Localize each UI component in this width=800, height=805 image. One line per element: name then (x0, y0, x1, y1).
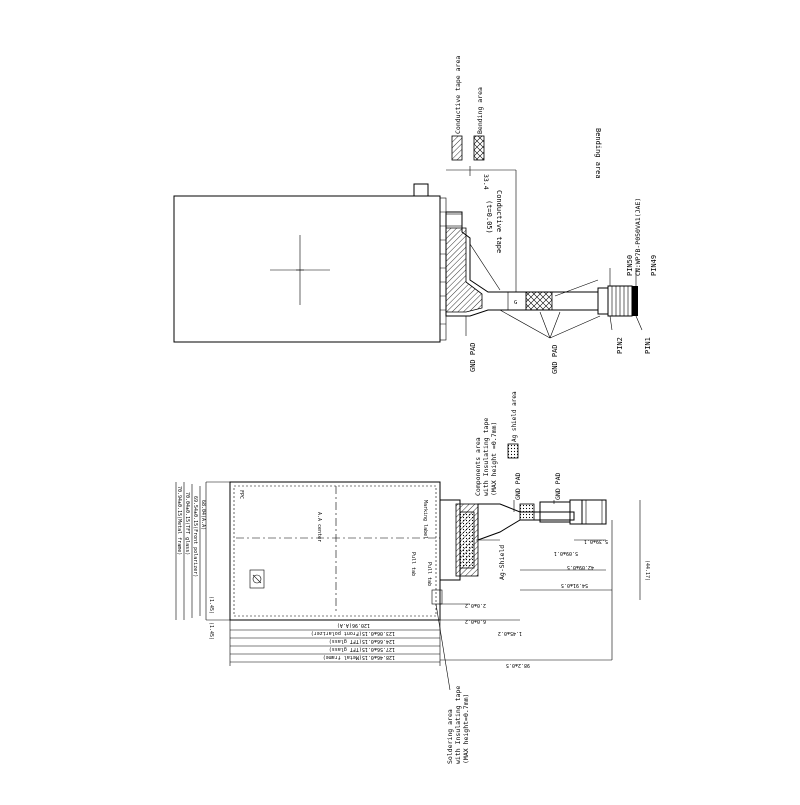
soldering-area-pad (431, 589, 443, 605)
dim-v-5: (1.45) (208, 622, 214, 640)
pin2-label: PIN2 (616, 337, 624, 354)
dim-h-3: 127.56±0.15(TFT glass) (329, 646, 395, 652)
bending-area-region (525, 291, 553, 311)
bending-area-swatch (473, 135, 485, 161)
dim-33-4: 33.4 (482, 174, 490, 190)
bottom-view: A.A center Marking label Pull tab Pull t… (175, 391, 650, 764)
pin50-label: PIN50 (626, 255, 634, 276)
fpc-tail-bottom (477, 503, 575, 541)
right-dimension-stack: 6.0±0.2 2.0±0.2 1.45±0.2 98.2±0.5 5.39±0… (440, 500, 650, 668)
dim-h-2: 124.66±0.15(TFT glass) (329, 638, 395, 644)
small-component (249, 569, 265, 589)
dim-r-4: 5.39±0.1 (584, 538, 608, 544)
dim-v-2: 69.54±0.15(Front polarizer) (192, 496, 198, 577)
panel-outline (173, 195, 441, 343)
bending-area-label: Bending area (594, 128, 602, 179)
fpc-label: FPC (238, 490, 244, 499)
dim-r-7: 54.91±0.5 (561, 582, 588, 588)
dim-r-2: 1.45±0.2 (498, 630, 522, 636)
top-tab (413, 183, 429, 197)
dim-v-0: 70.94±0.15(Metal frame) (176, 486, 182, 555)
components-insulating-label: with Insulating tape (482, 418, 490, 496)
conductive-tape-region (445, 227, 483, 313)
legend-bending-area: Bending area (476, 87, 484, 134)
connector-model-label: CN:WP7B-P050VA1(JAE) (634, 198, 642, 276)
soldering-area-label: Soldering area (446, 709, 454, 764)
bottom-dimension-stack: 120.96(A.A) 123.06±0.15(Front polarizer)… (229, 620, 441, 666)
left-dimension-stack: 70.94±0.15(Metal frame) 70.04±0.15(TFT g… (175, 482, 214, 640)
dim-r-8: (44.17) (644, 560, 650, 581)
components-area-label: Components area (474, 437, 482, 496)
ag-shield-label: Ag-Shield (498, 545, 506, 580)
dim-r-1: 2.0±0.2 (465, 602, 486, 608)
dim-r-0: 6.0±0.2 (465, 618, 486, 624)
metal-frame-outline (229, 481, 441, 621)
components-height-label: (MAX height =0.7mm) (490, 422, 498, 496)
pull-tab-label: Pull tab (410, 552, 416, 576)
conductive-tape-swatch (451, 135, 463, 161)
ag-shield-legend: Ag shield area (511, 391, 518, 442)
conductive-tape-thickness: (t=0.05) (485, 200, 493, 234)
dim-r-5: 42.09±0.5 (567, 564, 594, 570)
dim-v-1: 70.04±0.15(TFT glass) (184, 492, 190, 555)
top-view: G 33.4 Conductive tape (t=0.05) Bending … (173, 128, 658, 374)
ag-shield-block (459, 511, 475, 569)
svg-text:G: G (514, 300, 517, 306)
pin1-label: PIN1 (644, 337, 652, 354)
connector-bottom (581, 499, 607, 525)
ag-shield-swatch (507, 443, 519, 459)
dim-h-1: 123.06±0.15(Front polarizer) (311, 630, 395, 636)
legend: Conductive tape area Bending area (451, 56, 485, 161)
legend-conductive-tape: Conductive tape area (454, 56, 462, 134)
soldering-height-label: (MAX height=0.7mm) (462, 694, 470, 764)
soldering-insulating-label: with Insulating tape (454, 686, 462, 764)
gnd-pad-label-1: GND PAD (469, 342, 477, 372)
active-area-outline (233, 485, 437, 617)
dim-h-4: 128.46±0.15(Metal frame) (323, 654, 395, 660)
gnd-pad-bottom-2: GND PAD (554, 473, 562, 500)
conductive-tape-label: Conductive tape (495, 190, 503, 253)
dim-v-4: (1.45) (208, 596, 214, 614)
pull-tab-label-2: Pull tab (426, 562, 432, 586)
marking-label: Marking label (422, 500, 428, 539)
dim-r-3: 98.2±0.5 (506, 662, 530, 668)
dim-v-3: 68.04(A.A) (200, 500, 206, 530)
gnd-pad-bottom-1: GND PAD (514, 473, 522, 500)
dim-r-6: 5.09±0.1 (554, 550, 578, 556)
side-edge (439, 197, 447, 341)
connector-end (632, 286, 638, 316)
connector-block (597, 287, 609, 315)
pin49-label: PIN49 (650, 255, 658, 276)
gnd-pad-label-2: GND PAD (551, 344, 559, 374)
aa-center-label: A.A center (316, 512, 322, 542)
dim-h-0: 120.96(A.A) (337, 622, 370, 628)
